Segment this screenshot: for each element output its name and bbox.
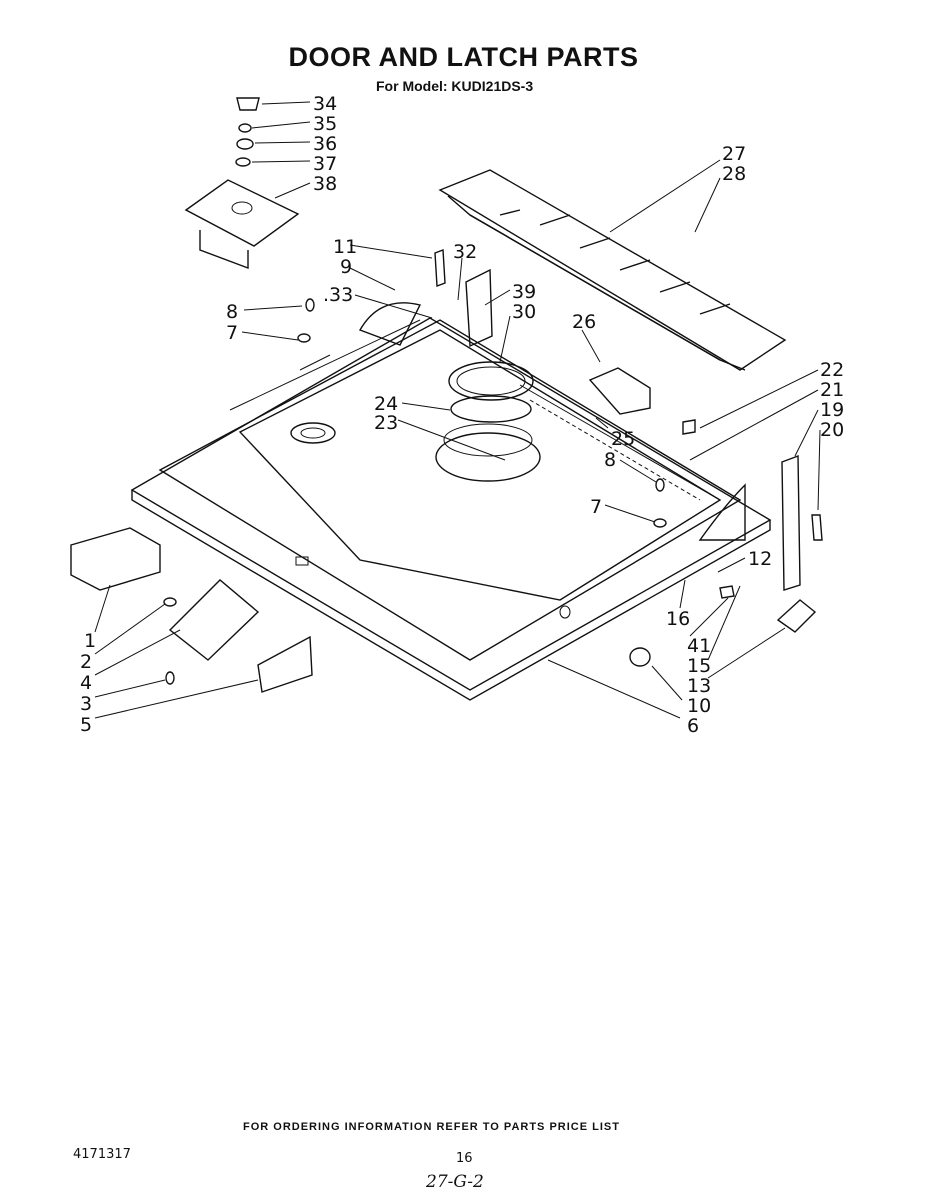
callout-6: 6: [687, 715, 699, 737]
callout-30: 30: [512, 301, 536, 323]
leader-lines: [94, 101, 821, 719]
callout-33: .33: [323, 284, 353, 306]
callout-25: 25: [611, 428, 635, 450]
handwritten-note: 27-G-2: [426, 1172, 484, 1192]
page-title: DOOR AND LATCH PARTS: [288, 42, 639, 72]
callout-12: 12: [748, 548, 772, 570]
callout-41: 41: [687, 635, 711, 657]
callout-2: 2: [80, 651, 92, 673]
callout-20: 20: [820, 419, 844, 441]
callout-8-lower: 8: [604, 449, 616, 471]
callout-32: 32: [453, 241, 477, 263]
callout-24: 24: [374, 393, 398, 415]
page-number: 16: [456, 1151, 473, 1166]
callout-23: 23: [374, 412, 398, 434]
callout-5: 5: [80, 714, 92, 736]
callout-22: 22: [820, 359, 844, 381]
door-panel-drawing: [130, 302, 772, 701]
model-subtitle: For Model: KUDI21DS-3: [376, 78, 534, 94]
callout-13: 13: [687, 675, 711, 697]
callout-9: 9: [340, 256, 352, 278]
callout-36: 36: [313, 133, 337, 155]
callout-8-upper: 8: [226, 301, 238, 323]
callout-28: 28: [722, 163, 746, 185]
ordering-note: FOR ORDERING INFORMATION REFER TO PARTS …: [243, 1121, 620, 1133]
callout-21: 21: [820, 379, 844, 401]
callout-4: 4: [80, 672, 92, 694]
callout-1: 1: [84, 630, 96, 652]
callout-7-lower: 7: [590, 496, 602, 518]
callout-38: 38: [313, 173, 337, 195]
vent-assembly-drawing: [438, 169, 787, 371]
callout-39: 39: [512, 281, 536, 303]
callout-15: 15: [687, 655, 711, 677]
callout-16: 16: [666, 608, 690, 630]
document-number: 4171317: [73, 1147, 131, 1162]
hardware-drawing: [70, 97, 823, 693]
callout-34: 34: [313, 93, 337, 115]
callout-35: 35: [313, 113, 337, 135]
callout-3: 3: [80, 693, 92, 715]
callout-7-upper: 7: [226, 322, 238, 344]
callout-labels: 34 35 36 37 38 27 28 11 9 32 .33 39 30 2…: [80, 93, 844, 737]
callout-10: 10: [687, 695, 711, 717]
callout-37: 37: [313, 153, 337, 175]
callout-19: 19: [820, 399, 844, 421]
callout-27: 27: [722, 143, 746, 165]
callout-26: 26: [572, 311, 596, 333]
callout-11: 11: [333, 236, 357, 258]
